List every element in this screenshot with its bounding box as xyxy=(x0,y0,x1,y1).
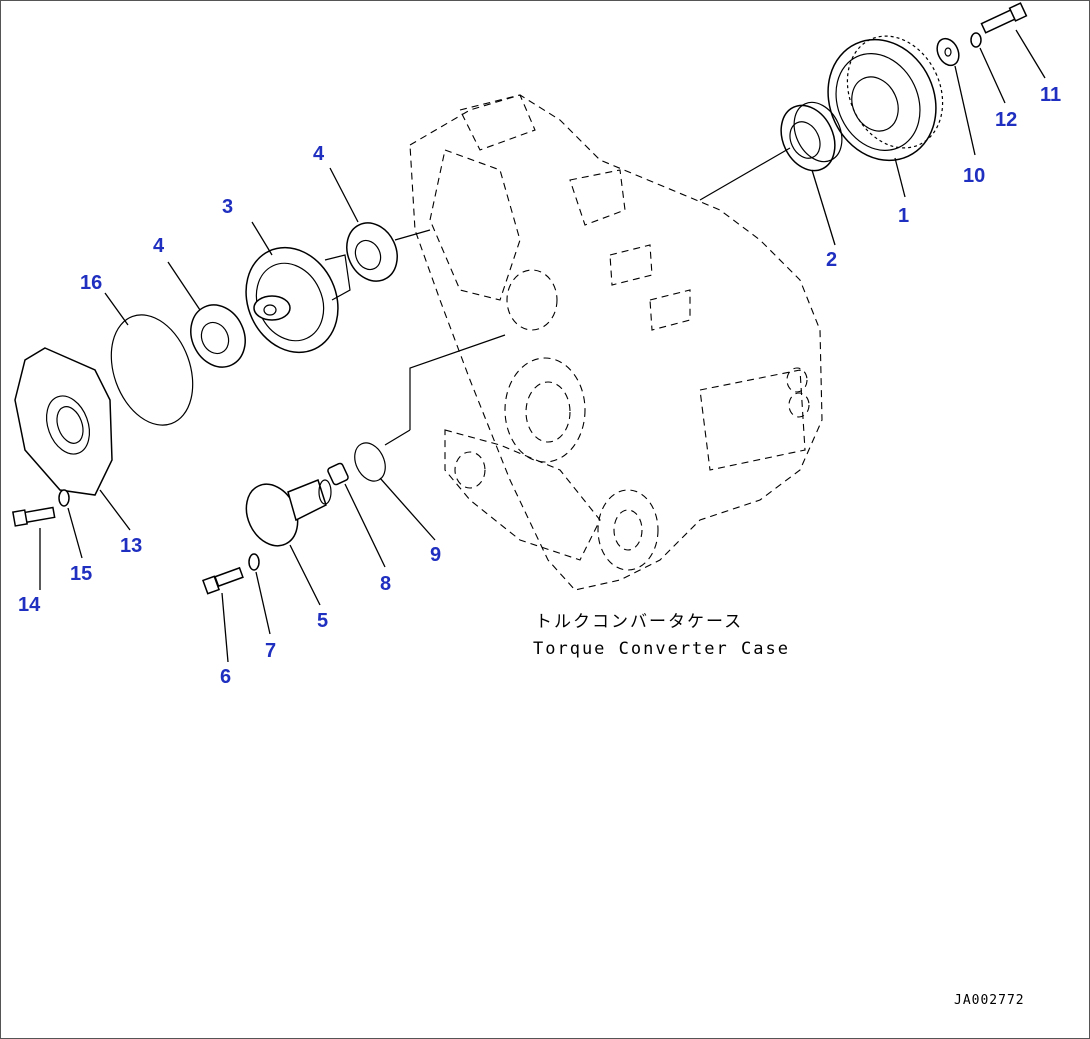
case-label-english: Torque Converter Case xyxy=(533,639,790,659)
part-1-ring-gear xyxy=(827,35,944,162)
torque-converter-case xyxy=(409,94,823,591)
leader-lines xyxy=(39,29,1046,663)
callout-7: 7 xyxy=(265,640,276,662)
callout-15: 15 xyxy=(70,563,92,585)
part-14-bolt xyxy=(12,506,56,527)
callout-10: 10 xyxy=(963,165,985,187)
callout-2: 2 xyxy=(826,249,837,271)
callout-13: 13 xyxy=(120,535,142,557)
callout-9: 9 xyxy=(430,544,441,566)
callout-4-lower: 4 xyxy=(153,235,165,257)
callout-4-upper: 4 xyxy=(313,143,325,165)
part-9-o-ring xyxy=(354,442,386,482)
callout-3: 3 xyxy=(222,196,233,218)
callout-14: 14 xyxy=(18,594,41,616)
callout-16: 16 xyxy=(80,272,102,294)
part-10-plate xyxy=(936,37,960,67)
assembly-lines xyxy=(384,147,791,446)
case-label-japanese: トルクコンバータケース xyxy=(535,612,743,632)
part-5-flange-shaft xyxy=(245,479,332,547)
part-8-plug xyxy=(327,462,349,486)
callout-6: 6 xyxy=(220,666,231,688)
figure-id: JA002772 xyxy=(954,993,1025,1008)
callout-8: 8 xyxy=(380,573,391,595)
part-11-bolt xyxy=(980,2,1028,34)
part-6-bolt xyxy=(202,566,244,595)
callout-5: 5 xyxy=(317,610,328,632)
callout-12: 12 xyxy=(995,109,1017,131)
part-16-o-ring xyxy=(110,314,194,426)
part-3-gear xyxy=(245,246,351,354)
part-12-washer xyxy=(970,32,982,48)
callout-1: 1 xyxy=(898,205,909,227)
callout-labels: 1 2 3 4 4 5 6 7 8 9 10 11 12 13 14 15 16 xyxy=(18,84,1061,688)
part-2-bearing xyxy=(780,101,843,172)
part-4-bearing-lower xyxy=(190,304,246,368)
part-7-washer xyxy=(248,553,260,571)
part-4-bearing-upper xyxy=(346,222,398,282)
part-13-cover xyxy=(14,347,113,496)
callout-11: 11 xyxy=(1040,84,1061,106)
part-15-washer xyxy=(58,489,70,507)
